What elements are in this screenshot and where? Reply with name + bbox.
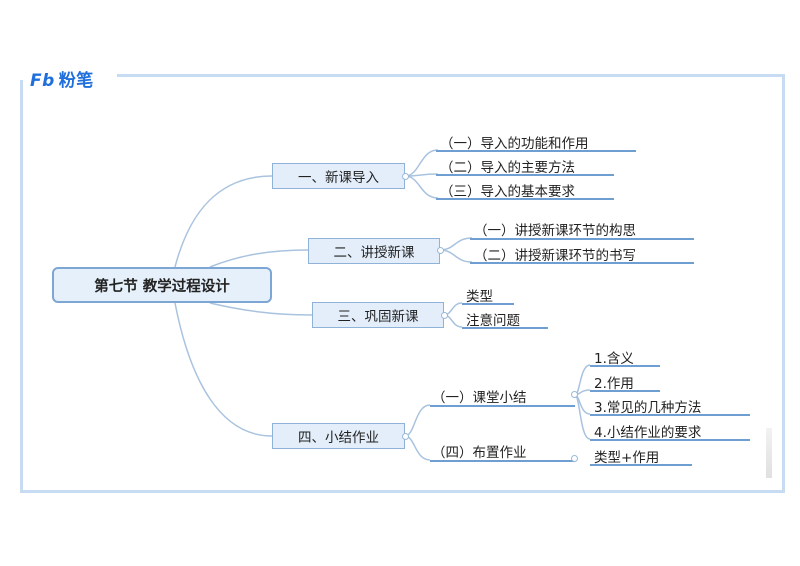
leaf-consolidate-notes: 注意问题	[466, 313, 520, 329]
leaf-underline	[470, 238, 694, 240]
sub-class-summary: （一）课堂小结	[432, 390, 527, 406]
leaf-underline	[436, 198, 614, 200]
branch-new-lesson-intro: 一、新课导入	[272, 163, 405, 189]
leaf-summary-methods: 3.常见的几种方法	[594, 400, 702, 416]
leaf-underline	[436, 174, 614, 176]
leaf-underline	[590, 390, 660, 392]
leaf-intro-function: （一）导入的功能和作用	[440, 136, 589, 152]
sub-underline	[430, 405, 575, 407]
collapse-dot	[437, 247, 444, 254]
root-node: 第七节 教学过程设计	[52, 267, 272, 303]
collapse-dot	[571, 455, 578, 462]
collapse-dot	[402, 173, 409, 180]
brand-mark: Fb	[30, 71, 55, 91]
leaf-underline	[590, 365, 660, 367]
leaf-intro-requirements: （三）导入的基本要求	[440, 184, 575, 200]
leaf-underline	[470, 262, 694, 264]
branch-teach-new-lesson: 二、讲授新课	[308, 238, 440, 264]
leaf-summary-meaning: 1.含义	[594, 351, 634, 367]
frame-gap	[17, 68, 117, 80]
leaf-summary-requirements: 4.小结作业的要求	[594, 425, 702, 441]
diagram-frame	[20, 74, 785, 493]
leaf-summary-function: 2.作用	[594, 376, 634, 392]
scroll-edge-artifact	[766, 428, 772, 478]
sub-assign-homework: （四）布置作业	[432, 445, 527, 461]
brand-name: 粉笔	[58, 71, 94, 91]
branch-summary-homework: 四、小结作业	[272, 423, 405, 449]
leaf-teach-concept: （一）讲授新课环节的构思	[474, 223, 636, 239]
leaf-underline	[462, 327, 548, 329]
leaf-underline	[436, 150, 636, 152]
sub-underline	[430, 460, 575, 462]
collapse-dot	[402, 433, 409, 440]
collapse-dot	[571, 391, 578, 398]
branch-consolidate-lesson: 三、巩固新课	[312, 302, 444, 328]
leaf-consolidate-type: 类型	[466, 289, 493, 305]
leaf-homework-type-function: 类型+作用	[594, 450, 660, 466]
leaf-intro-methods: （二）导入的主要方法	[440, 160, 575, 176]
collapse-dot	[441, 312, 448, 319]
leaf-underline	[462, 303, 514, 305]
leaf-underline	[590, 414, 750, 416]
leaf-teach-writing: （二）讲授新课环节的书写	[474, 248, 636, 264]
leaf-underline	[590, 439, 750, 441]
leaf-underline	[590, 464, 692, 466]
